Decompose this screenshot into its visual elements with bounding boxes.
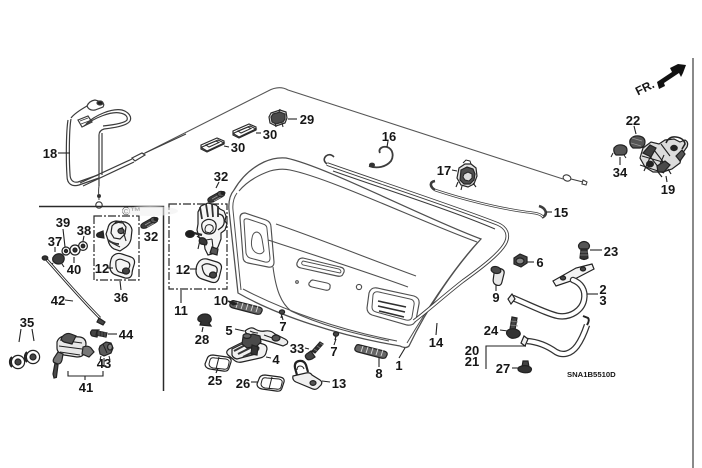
svg-text:4: 4: [272, 352, 280, 367]
svg-text:36: 36: [114, 290, 128, 305]
svg-text:29: 29: [300, 112, 314, 127]
svg-text:34: 34: [613, 165, 628, 180]
svg-text:8: 8: [375, 366, 382, 381]
svg-text:25: 25: [208, 373, 222, 388]
svg-text:2: 2: [599, 282, 606, 297]
svg-text:24: 24: [484, 323, 499, 338]
svg-text:18: 18: [43, 146, 57, 161]
svg-text:7: 7: [279, 319, 286, 334]
svg-text:23: 23: [604, 244, 618, 259]
svg-text:39: 39: [56, 215, 70, 230]
svg-text:32: 32: [144, 229, 158, 244]
svg-text:33: 33: [290, 341, 304, 356]
svg-text:28: 28: [195, 332, 209, 347]
svg-text:19: 19: [661, 182, 675, 197]
svg-text:9: 9: [492, 290, 499, 305]
svg-text:37: 37: [48, 234, 62, 249]
svg-text:FR.: FR.: [633, 77, 657, 98]
svg-text:40: 40: [67, 262, 81, 277]
svg-text:11: 11: [174, 303, 188, 318]
svg-text:30: 30: [263, 127, 277, 142]
svg-text:3: 3: [599, 293, 606, 308]
svg-text:38: 38: [77, 223, 91, 238]
svg-text:17: 17: [437, 163, 451, 178]
svg-text:32: 32: [214, 169, 228, 184]
svg-text:22: 22: [626, 113, 640, 128]
svg-text:26: 26: [236, 376, 250, 391]
svg-text:7: 7: [330, 344, 337, 359]
svg-text:21: 21: [465, 354, 479, 369]
svg-text:35: 35: [20, 315, 34, 330]
svg-text:16: 16: [382, 129, 396, 144]
svg-text:12: 12: [95, 261, 109, 276]
svg-text:41: 41: [79, 380, 93, 395]
svg-text:44: 44: [119, 327, 134, 342]
svg-text:SNA1B5510D: SNA1B5510D: [567, 370, 616, 379]
svg-text:1: 1: [395, 358, 402, 373]
svg-text:15: 15: [554, 205, 568, 220]
svg-text:43: 43: [97, 356, 111, 371]
svg-text:30: 30: [231, 140, 245, 155]
svg-text:27: 27: [496, 361, 510, 376]
svg-text:20: 20: [465, 343, 479, 358]
svg-text:5: 5: [225, 323, 232, 338]
svg-text:14: 14: [429, 335, 444, 350]
svg-text:6: 6: [536, 255, 543, 270]
svg-text:42: 42: [51, 293, 65, 308]
svg-text:12: 12: [176, 262, 190, 277]
svg-text:10: 10: [214, 293, 228, 308]
svg-text:13: 13: [332, 376, 346, 391]
